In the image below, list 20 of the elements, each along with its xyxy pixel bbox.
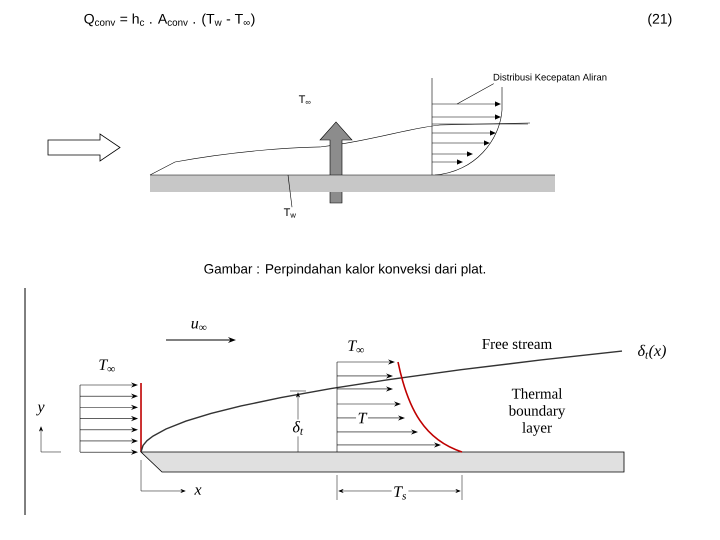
dimension-label: T$_{s}$ — [392, 484, 408, 502]
temperature-label: T$_{w}$ — [284, 208, 296, 218]
region-label: Thermal boundary layer — [508, 388, 566, 436]
axis-label: y — [36, 404, 45, 416]
caption: Gambar : Perpindahan kalor konveksi dari plat. — [204, 264, 486, 276]
leader-line — [456, 83, 494, 104]
curve-label: δ$_{t}$(x) — [638, 344, 666, 360]
axis-label: x — [194, 487, 202, 495]
plate-drawing — [150, 174, 556, 192]
annotation-label: Distribusi Kecepatan Aliran — [494, 74, 606, 82]
temperature-label: T$_{∞}$ — [99, 359, 115, 372]
dimension-label: δ$_{t}$ — [290, 420, 306, 436]
equation-number: (21) — [648, 13, 672, 27]
velocity-label: u$_{∞}$ — [192, 321, 206, 330]
temperature-label: T — [356, 411, 368, 425]
temperature-label: T$_{∞}$ — [348, 340, 364, 352]
leader-line — [288, 174, 292, 208]
region-label: Free stream — [482, 339, 552, 349]
equation: Q$_{conv}$ = h$_{c}$ . A$_{conv}$ . (T$_{w}$ - T$_{∞}$) — [84, 13, 254, 27]
temperature-label: T$_{∞}$ — [298, 95, 311, 104]
